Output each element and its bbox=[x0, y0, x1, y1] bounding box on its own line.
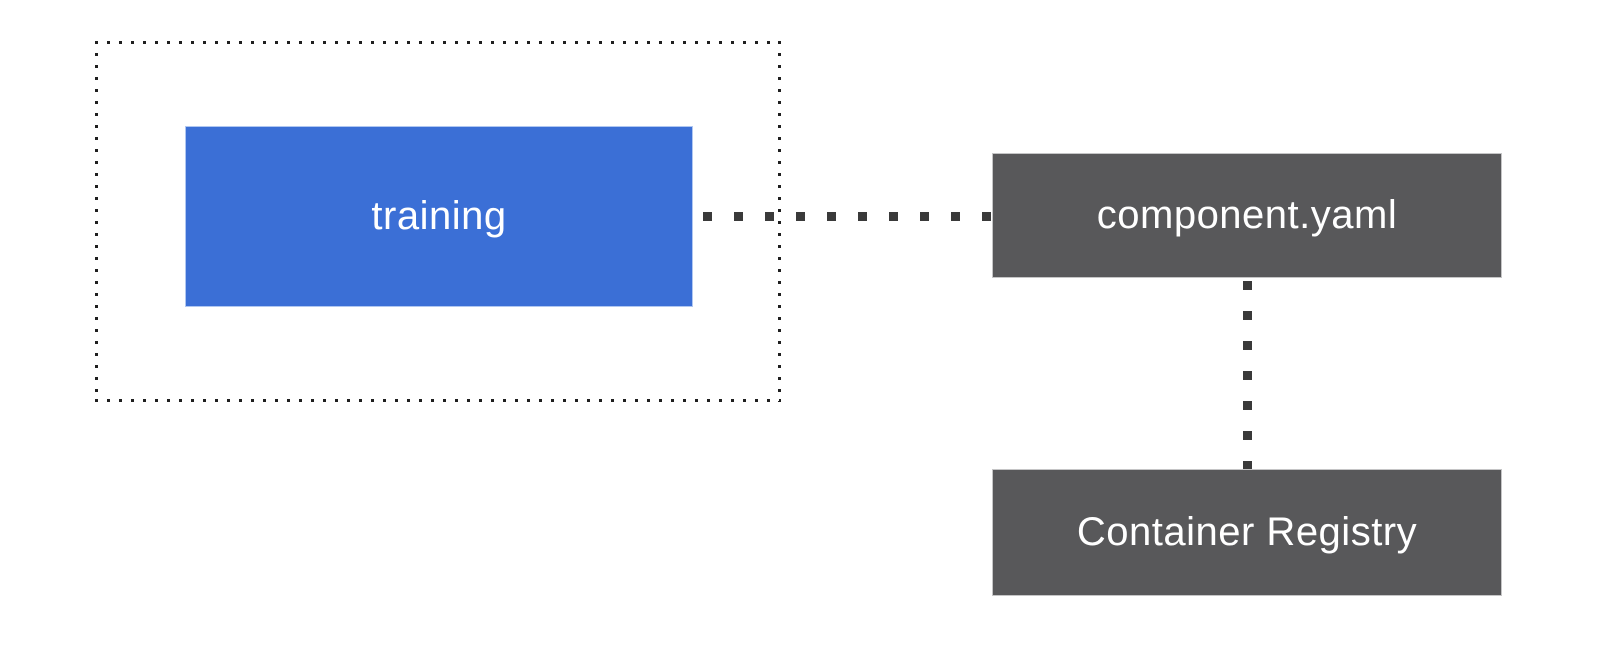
edge-training-to-component bbox=[703, 212, 992, 221]
node-training-label: training bbox=[371, 194, 507, 238]
node-container-registry-label: Container Registry bbox=[1076, 510, 1418, 554]
edge-component-to-registry bbox=[1243, 281, 1252, 470]
node-component-yaml-label: component.yaml bbox=[1096, 193, 1398, 237]
node-component-yaml: component.yaml bbox=[992, 153, 1502, 278]
node-training: training bbox=[185, 126, 693, 307]
node-container-registry: Container Registry bbox=[992, 469, 1502, 596]
